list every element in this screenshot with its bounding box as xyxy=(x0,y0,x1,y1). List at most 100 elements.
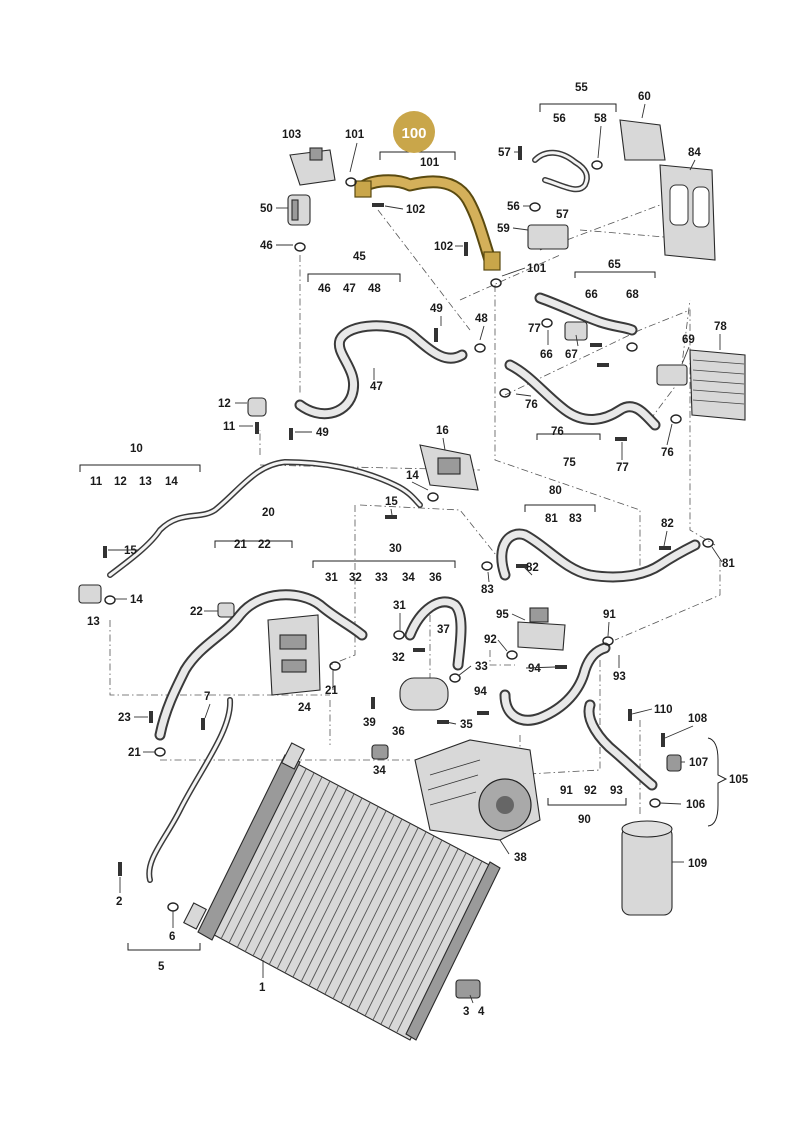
callout-68: 68 xyxy=(626,289,639,301)
callout-pointers xyxy=(108,103,723,1004)
callout-5: 5 xyxy=(158,961,165,973)
callout-49: 49 xyxy=(430,303,443,315)
highlight-badge: 100 xyxy=(393,111,435,153)
callout-33: 33 xyxy=(475,661,488,673)
callout-101: 101 xyxy=(420,157,440,169)
callout-12: 12 xyxy=(114,476,127,488)
callout-50: 50 xyxy=(260,203,273,215)
callout-92: 92 xyxy=(584,785,597,797)
callout-82: 82 xyxy=(661,518,674,530)
condenser xyxy=(183,742,501,1041)
callout-49: 49 xyxy=(316,427,329,439)
callout-91: 91 xyxy=(603,609,616,621)
callout-46: 46 xyxy=(260,240,273,252)
callout-76: 76 xyxy=(525,399,538,411)
callout-labels: 101 103 101 50 46 102 102 101 45 46 47 4… xyxy=(87,82,749,1018)
callout-32: 32 xyxy=(349,572,362,584)
callout-81: 81 xyxy=(545,513,558,525)
callout-82: 82 xyxy=(526,562,539,574)
callout-3: 3 xyxy=(463,1006,469,1018)
callout-46: 46 xyxy=(318,283,331,295)
callout-38: 38 xyxy=(514,852,527,864)
callout-75: 75 xyxy=(563,457,576,469)
callout-101: 101 xyxy=(527,263,547,275)
callout-12: 12 xyxy=(218,398,231,410)
callout-37: 37 xyxy=(437,624,450,636)
components xyxy=(78,119,746,999)
callout-107: 107 xyxy=(689,757,708,769)
callout-13: 13 xyxy=(139,476,152,488)
callout-6: 6 xyxy=(169,931,175,943)
callout-36: 36 xyxy=(429,572,442,584)
callout-30: 30 xyxy=(389,543,402,555)
callout-15: 15 xyxy=(124,545,137,557)
callout-101: 101 xyxy=(345,129,365,141)
callout-66: 66 xyxy=(540,349,553,361)
callout-80: 80 xyxy=(549,485,562,497)
callout-58: 58 xyxy=(594,113,607,125)
callout-21: 21 xyxy=(325,685,338,697)
callout-84: 84 xyxy=(688,147,701,159)
callout-13: 13 xyxy=(87,616,100,628)
callout-93: 93 xyxy=(613,671,626,683)
callout-20: 20 xyxy=(262,507,275,519)
callout-108: 108 xyxy=(688,713,708,725)
callout-90: 90 xyxy=(578,814,591,826)
callout-31: 31 xyxy=(325,572,338,584)
callout-66: 66 xyxy=(585,289,598,301)
callout-48: 48 xyxy=(368,283,381,295)
callout-21: 21 xyxy=(234,539,247,551)
callout-14: 14 xyxy=(406,470,419,482)
callout-1: 1 xyxy=(259,982,266,994)
callout-105: 105 xyxy=(729,774,749,786)
callout-23: 23 xyxy=(118,712,131,724)
callout-76: 76 xyxy=(551,426,564,438)
callout-76: 76 xyxy=(661,447,674,459)
callout-56: 56 xyxy=(553,113,566,125)
callout-36: 36 xyxy=(392,726,405,738)
callout-39: 39 xyxy=(363,717,376,729)
callout-110: 110 xyxy=(654,704,673,716)
callout-34: 34 xyxy=(402,572,415,584)
callout-77: 77 xyxy=(528,323,541,335)
callout-83: 83 xyxy=(481,584,494,596)
callout-14: 14 xyxy=(165,476,178,488)
callout-91: 91 xyxy=(560,785,573,797)
callout-31: 31 xyxy=(393,600,406,612)
callout-92: 92 xyxy=(484,634,497,646)
callout-94: 94 xyxy=(528,663,541,675)
callout-95: 95 xyxy=(496,609,509,621)
callout-47: 47 xyxy=(343,283,356,295)
callout-34: 34 xyxy=(373,765,386,777)
callout-21: 21 xyxy=(128,747,141,759)
callout-59: 59 xyxy=(497,223,510,235)
callout-4: 4 xyxy=(478,1006,485,1018)
callout-11: 11 xyxy=(90,476,103,488)
callout-60: 60 xyxy=(638,91,651,103)
callout-35: 35 xyxy=(460,719,473,731)
callout-94: 94 xyxy=(474,686,487,698)
callout-81: 81 xyxy=(722,558,735,570)
callout-93: 93 xyxy=(610,785,623,797)
callout-47: 47 xyxy=(370,381,383,393)
callout-78: 78 xyxy=(714,321,727,333)
callout-106: 106 xyxy=(686,799,705,811)
callout-65: 65 xyxy=(608,259,621,271)
callout-11: 11 xyxy=(223,421,236,433)
callout-83: 83 xyxy=(569,513,582,525)
callout-109: 109 xyxy=(688,858,707,870)
callout-102: 102 xyxy=(434,241,453,253)
callout-69: 69 xyxy=(682,334,695,346)
callout-24: 24 xyxy=(298,702,311,714)
hoses xyxy=(107,149,701,883)
highlight-badge-label: 100 xyxy=(401,125,426,142)
callout-67: 67 xyxy=(565,349,578,361)
callout-103: 103 xyxy=(282,129,301,141)
callout-102: 102 xyxy=(406,204,425,216)
callout-55: 55 xyxy=(575,82,588,94)
callout-57: 57 xyxy=(498,147,511,159)
callout-22: 22 xyxy=(258,539,271,551)
callout-10: 10 xyxy=(130,443,143,455)
group-brackets xyxy=(79,103,728,951)
